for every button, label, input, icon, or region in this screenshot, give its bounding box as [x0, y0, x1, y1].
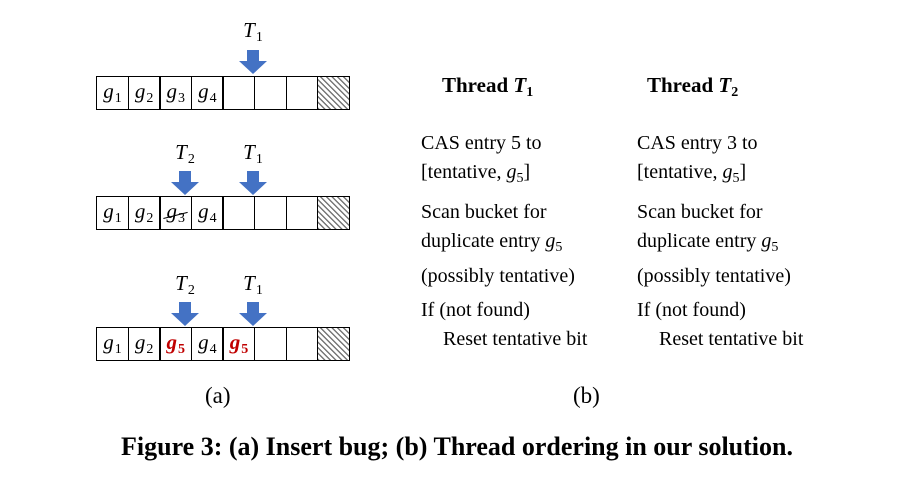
bucket-row-1: g1 g2 g3 g4	[96, 76, 351, 110]
entry-label: g2	[134, 199, 154, 226]
entry-label: g1	[103, 79, 122, 106]
bucket-cell: g2	[127, 327, 161, 361]
t1-arrow-icon	[239, 50, 267, 74]
entry-label: g1	[103, 199, 122, 226]
thread2-step-scan: Scan bucket for duplicate entry g5 (poss…	[637, 201, 791, 287]
bucket-cell	[222, 196, 256, 230]
entry-label: g4	[198, 79, 217, 106]
entry-label: g3	[166, 79, 185, 106]
t2-arrow-icon	[171, 171, 199, 195]
bucket-cell: g4	[190, 196, 224, 230]
entry-label: g2	[134, 330, 154, 357]
bucket-cell	[254, 327, 288, 361]
bucket-cell-reserved	[317, 196, 351, 230]
thread-t2-label: T2	[175, 140, 195, 167]
bucket-cell: g4	[190, 327, 224, 361]
entry-label: g3	[166, 199, 185, 226]
bucket-cell	[285, 76, 319, 110]
entry-label: g5	[166, 330, 185, 357]
bucket-cell: g4	[190, 76, 224, 110]
bucket-row-3: g1 g2 g5 g4 g5	[96, 327, 351, 361]
thread1-step-cas: CAS entry 5 to [tentative, g5]	[421, 132, 542, 186]
thread2-heading: Thread T2	[647, 73, 739, 100]
thread2-step-reset: If (not found) Reset tentative bit	[637, 299, 804, 350]
thread-t1-label: T1	[243, 18, 263, 45]
bucket-cell: g1	[96, 196, 129, 230]
bucket-cell: g2	[127, 196, 161, 230]
thread1-step-scan: Scan bucket for duplicate entry g5 (poss…	[421, 201, 575, 287]
t1-arrow-icon	[239, 171, 267, 195]
panel-a-label: (a)	[205, 383, 231, 408]
t1-arrow-icon	[239, 302, 267, 326]
thread-t2-label: T2	[175, 271, 195, 298]
thread-t1-label: T1	[243, 140, 263, 167]
figure-caption: Figure 3: (a) Insert bug; (b) Thread ord…	[121, 432, 793, 461]
bucket-cell: g5	[159, 327, 193, 361]
bucket-cell: g1	[96, 76, 129, 110]
thread-t1-label: T1	[243, 271, 263, 298]
t2-arrow-icon	[171, 302, 199, 326]
bucket-cell: g1	[96, 327, 129, 361]
entry-label: g4	[198, 330, 217, 357]
bucket-row-2: g1 g2 g3 g4	[96, 196, 351, 230]
bucket-cell	[254, 196, 288, 230]
bucket-cell	[285, 327, 319, 361]
bucket-cell	[285, 196, 319, 230]
thread2-step-cas: CAS entry 3 to [tentative, g5]	[637, 132, 758, 186]
bucket-cell: g2	[127, 76, 161, 110]
entry-label: g1	[103, 330, 122, 357]
bucket-cell: g3	[159, 76, 193, 110]
entry-label: g5	[229, 330, 249, 357]
panel-b-label: (b)	[573, 383, 600, 408]
bucket-cell-reserved	[317, 76, 351, 110]
bucket-cell: g5	[222, 327, 256, 361]
entry-label: g4	[198, 199, 217, 226]
entry-label: g2	[134, 79, 154, 106]
thread1-step-reset: If (not found) Reset tentative bit	[421, 299, 588, 350]
bucket-cell: g3	[159, 196, 193, 230]
thread1-heading: Thread T1	[442, 73, 534, 100]
bucket-cell	[222, 76, 256, 110]
bucket-cell-reserved	[317, 327, 351, 361]
bucket-cell	[254, 76, 288, 110]
